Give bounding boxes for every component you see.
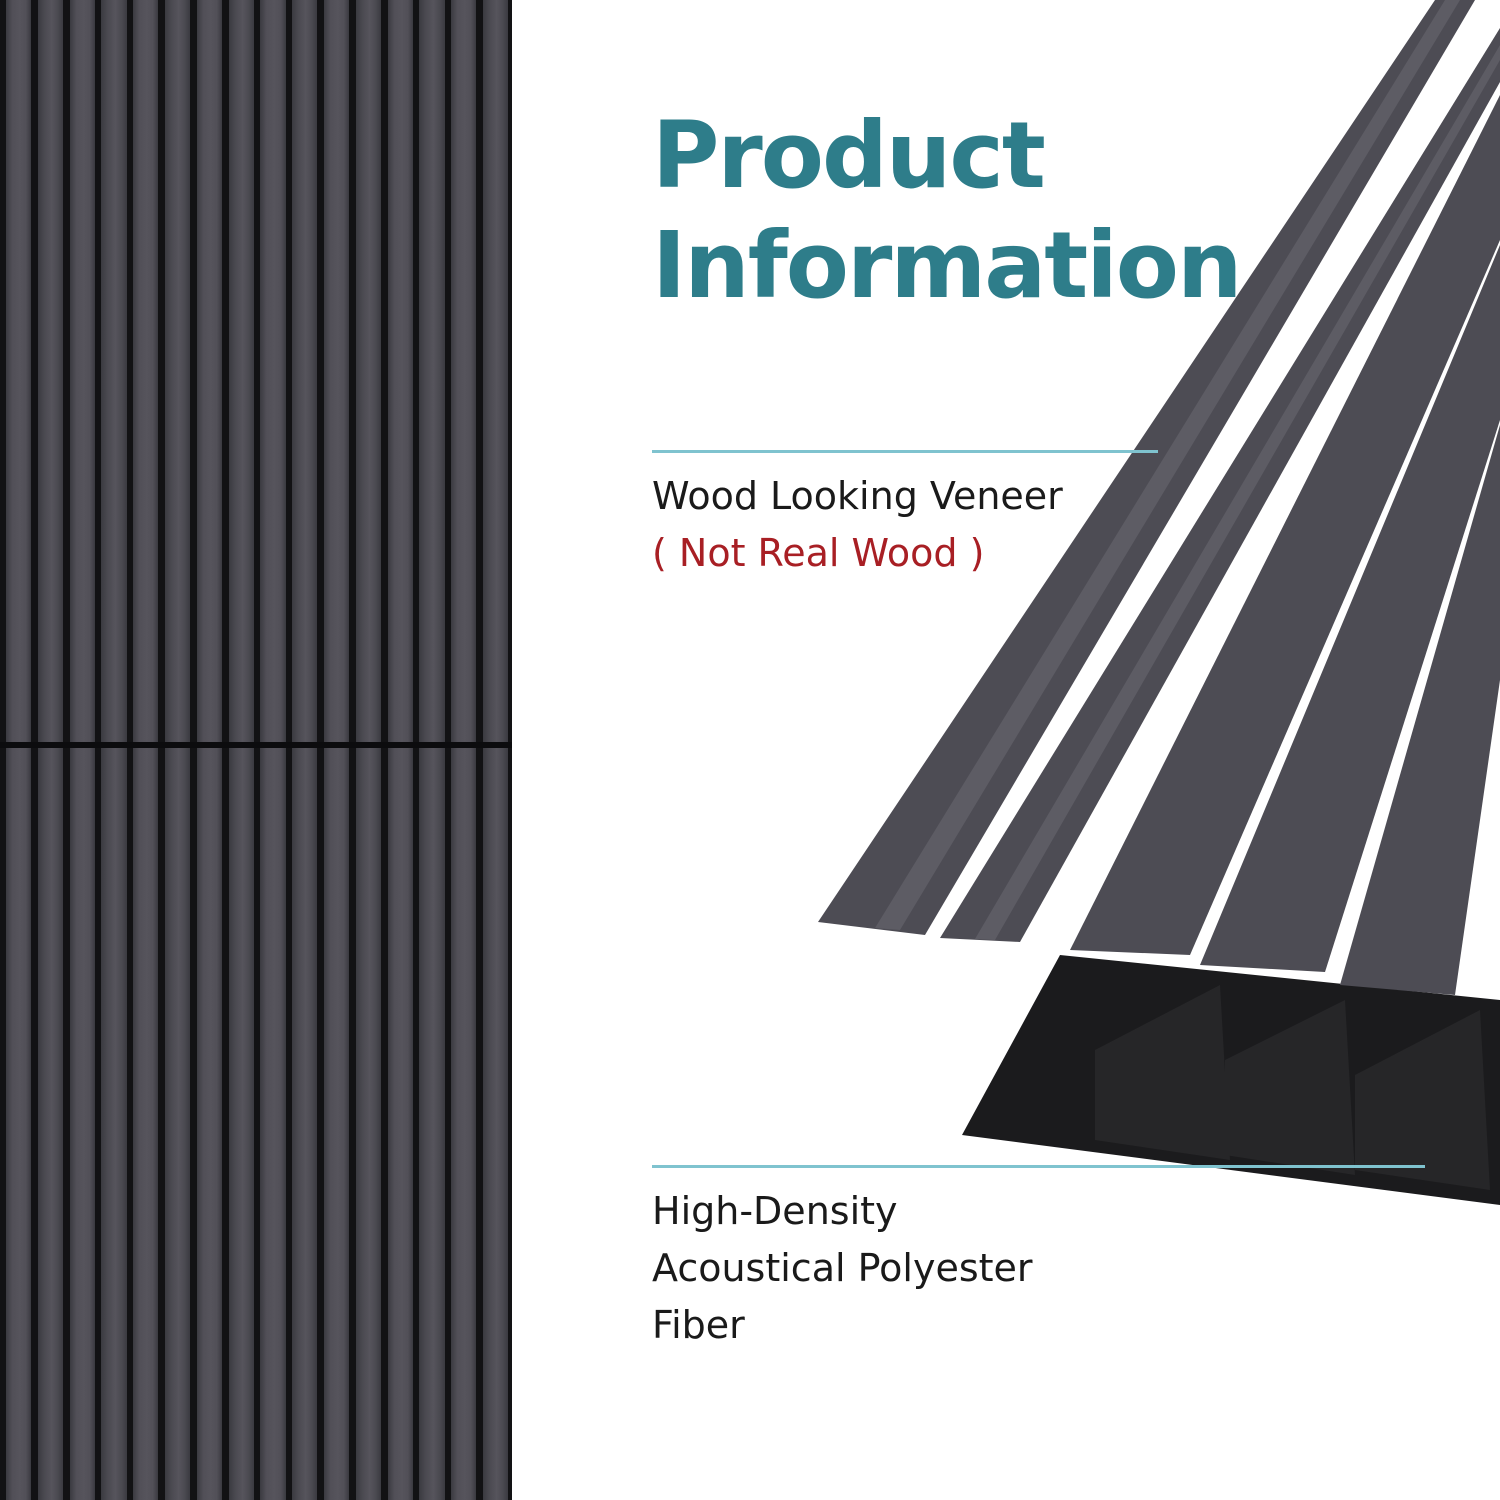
slat-wall-photo xyxy=(0,0,512,1500)
veneer-label: Wood Looking Veneer xyxy=(652,474,1063,518)
wall-slat xyxy=(451,0,477,1500)
veneer-sheen xyxy=(875,0,1460,930)
veneer-callout-rule xyxy=(652,450,1158,453)
wall-slat xyxy=(69,0,95,1500)
wall-slat xyxy=(133,0,159,1500)
fiber-callout-rule xyxy=(652,1165,1425,1168)
felt-slat xyxy=(1355,1010,1490,1190)
veneer-strip xyxy=(1200,245,1500,972)
veneer-strip xyxy=(1340,425,1500,995)
fiber-label-line-3: Fiber xyxy=(652,1303,745,1347)
wall-slat xyxy=(419,0,445,1500)
page-title-line-1: Product xyxy=(652,102,1046,209)
veneer-sheen xyxy=(975,45,1500,940)
wall-slat xyxy=(324,0,350,1500)
felt-slat xyxy=(1225,1000,1355,1175)
felt-backing xyxy=(962,955,1500,1205)
wall-slat xyxy=(387,0,413,1500)
wall-slat xyxy=(196,0,222,1500)
veneer-note: ( Not Real Wood ) xyxy=(652,531,985,575)
page-title-line-2: Information xyxy=(652,212,1242,319)
wall-slat xyxy=(6,0,32,1500)
fiber-label-line-2: Acoustical Polyester xyxy=(652,1246,1033,1290)
wall-slat xyxy=(228,0,254,1500)
veneer-strip xyxy=(940,28,1500,942)
wall-slat xyxy=(101,0,127,1500)
wall-slat xyxy=(165,0,191,1500)
wall-slat xyxy=(37,0,63,1500)
wall-slat xyxy=(292,0,318,1500)
wall-slat xyxy=(260,0,286,1500)
veneer-strips xyxy=(818,0,1500,995)
veneer-strip xyxy=(1070,95,1500,955)
slat-wall-seam xyxy=(0,742,512,748)
wall-slat xyxy=(355,0,381,1500)
fiber-label-line-1: High-Density xyxy=(652,1189,898,1233)
wall-slat xyxy=(483,0,509,1500)
felt-slat xyxy=(1095,985,1230,1160)
